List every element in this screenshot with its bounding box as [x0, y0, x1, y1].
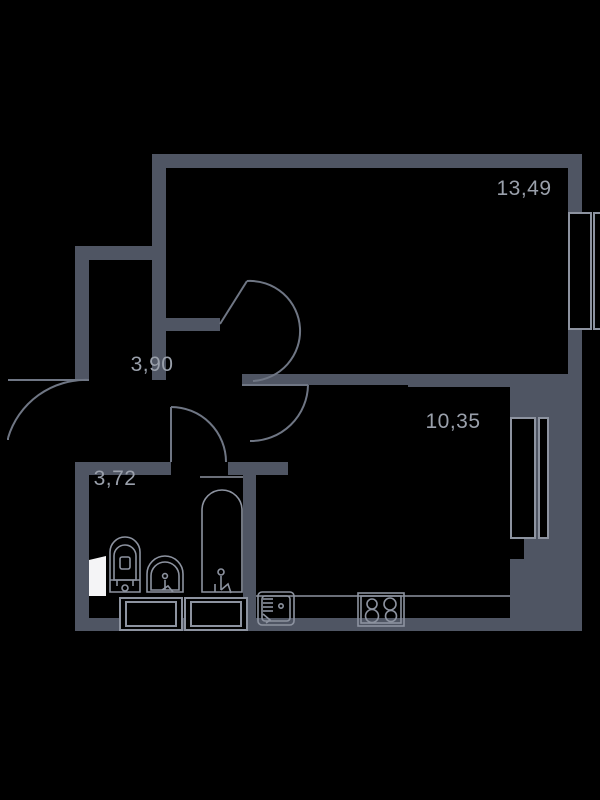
bathtub-faucet-handle: [214, 582, 232, 594]
living-room-window: [568, 212, 600, 330]
wall-hall-kitchen-jamb: [242, 374, 408, 385]
window-group: [119, 212, 600, 631]
toilet-cistern: [119, 556, 131, 570]
bathroom-door: [170, 406, 227, 463]
kitchen-door-arc: [249, 384, 309, 443]
area-label-living-room: 13,49: [496, 177, 551, 200]
wall-bath-right: [243, 462, 256, 631]
wall-hall-niche-top: [75, 246, 166, 260]
cooktop-body: [357, 592, 405, 627]
kitchen-window: [510, 417, 549, 539]
area-label-kitchen: 10,35: [425, 410, 480, 433]
kitchen-door: [242, 384, 309, 443]
wall-entrance-jamb-upper: [75, 366, 89, 380]
toilet-bowl: [109, 536, 141, 593]
wall-kitchen-right-lower: [510, 559, 524, 631]
wall-living-left-upper: [152, 154, 166, 246]
kitchen-window-outer-pane: [510, 417, 536, 539]
washbasin-icon: [146, 555, 184, 593]
washbasin-faucet-handle: [161, 584, 174, 593]
living-door-leaf: [219, 280, 248, 325]
cooktop-icon: [357, 592, 405, 627]
entrance-door: [7, 378, 90, 440]
door-group: [7, 279, 309, 463]
area-label-hallway: 3,90: [131, 353, 174, 376]
living-room-door: [219, 279, 302, 382]
cooktop-surface: [360, 595, 402, 624]
area-label-group: 13,49 10,35 3,90 3,72: [94, 177, 551, 490]
bathtub-outline: [201, 489, 243, 593]
wall-living-right-upper: [568, 154, 582, 212]
bath-window-pane-right: [190, 601, 242, 627]
living-window-inner-pane: [593, 212, 600, 330]
wall-living-right-lower: [568, 330, 582, 380]
bath-door-arc: [170, 406, 227, 463]
wall-bath-top-right: [228, 462, 288, 475]
bathroom-fixtures: [89, 476, 243, 596]
washbasin-bowl: [146, 555, 184, 593]
kitchen-window-inner-pane: [538, 417, 549, 539]
toilet-seat: [113, 544, 137, 581]
toilet-drain: [121, 584, 129, 592]
kitchen-sink-icon: [257, 591, 295, 626]
wall-living-top: [152, 154, 582, 168]
toilet-icon: [109, 536, 141, 593]
water-heater-icon: [89, 556, 106, 596]
wall-kitchen-top: [408, 374, 582, 387]
washbasin-drain: [161, 572, 169, 580]
wall-kitchen-bottom: [243, 618, 524, 631]
bath-window-pane-left: [125, 601, 177, 627]
area-label-bathroom: 3,72: [94, 467, 137, 490]
kitchen-fixtures: [256, 591, 510, 627]
kitchen-sink-basin: [261, 595, 291, 622]
wall-living-left-lower: [152, 246, 166, 380]
living-window-outer-pane: [568, 212, 592, 330]
kitchen-sink-body: [257, 591, 295, 626]
wall-bath-left: [75, 462, 89, 631]
wall-kitchen-right-upper: [510, 387, 524, 417]
washbasin-inner: [150, 561, 180, 591]
burner-bottom-right: [384, 609, 398, 623]
burner-bottom-left: [364, 608, 380, 624]
bathtub-icon: [200, 476, 243, 594]
wall-bath-top-left: [75, 462, 171, 475]
sink-drain: [277, 602, 284, 609]
wall-hall-niche-left: [75, 246, 89, 380]
living-door-arc: [246, 279, 302, 382]
wall-living-bottom-stub: [166, 318, 220, 331]
bathtub-drain: [217, 568, 225, 576]
entrance-door-arc: [7, 378, 90, 439]
bathroom-window: [119, 597, 248, 631]
sink-faucet: [262, 613, 272, 624]
